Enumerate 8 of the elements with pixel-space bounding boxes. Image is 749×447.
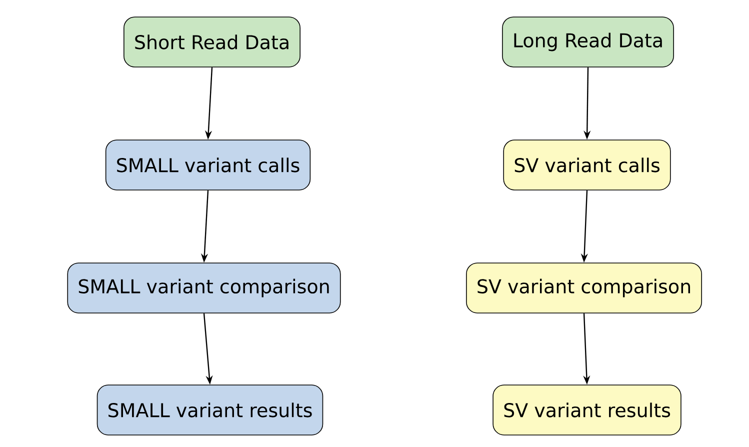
process-box: Long Read Data (502, 16, 674, 68)
process-box: SV variant calls (503, 140, 671, 190)
process-box: SMALL variant comparison (67, 262, 341, 314)
process-box: SMALL variant calls (105, 140, 311, 190)
process-box: Short Read Data (124, 16, 300, 68)
process-box: SMALL variant results (96, 384, 324, 436)
process-box: SV variant comparison (466, 262, 702, 314)
process-box: SV variant results (492, 384, 682, 436)
